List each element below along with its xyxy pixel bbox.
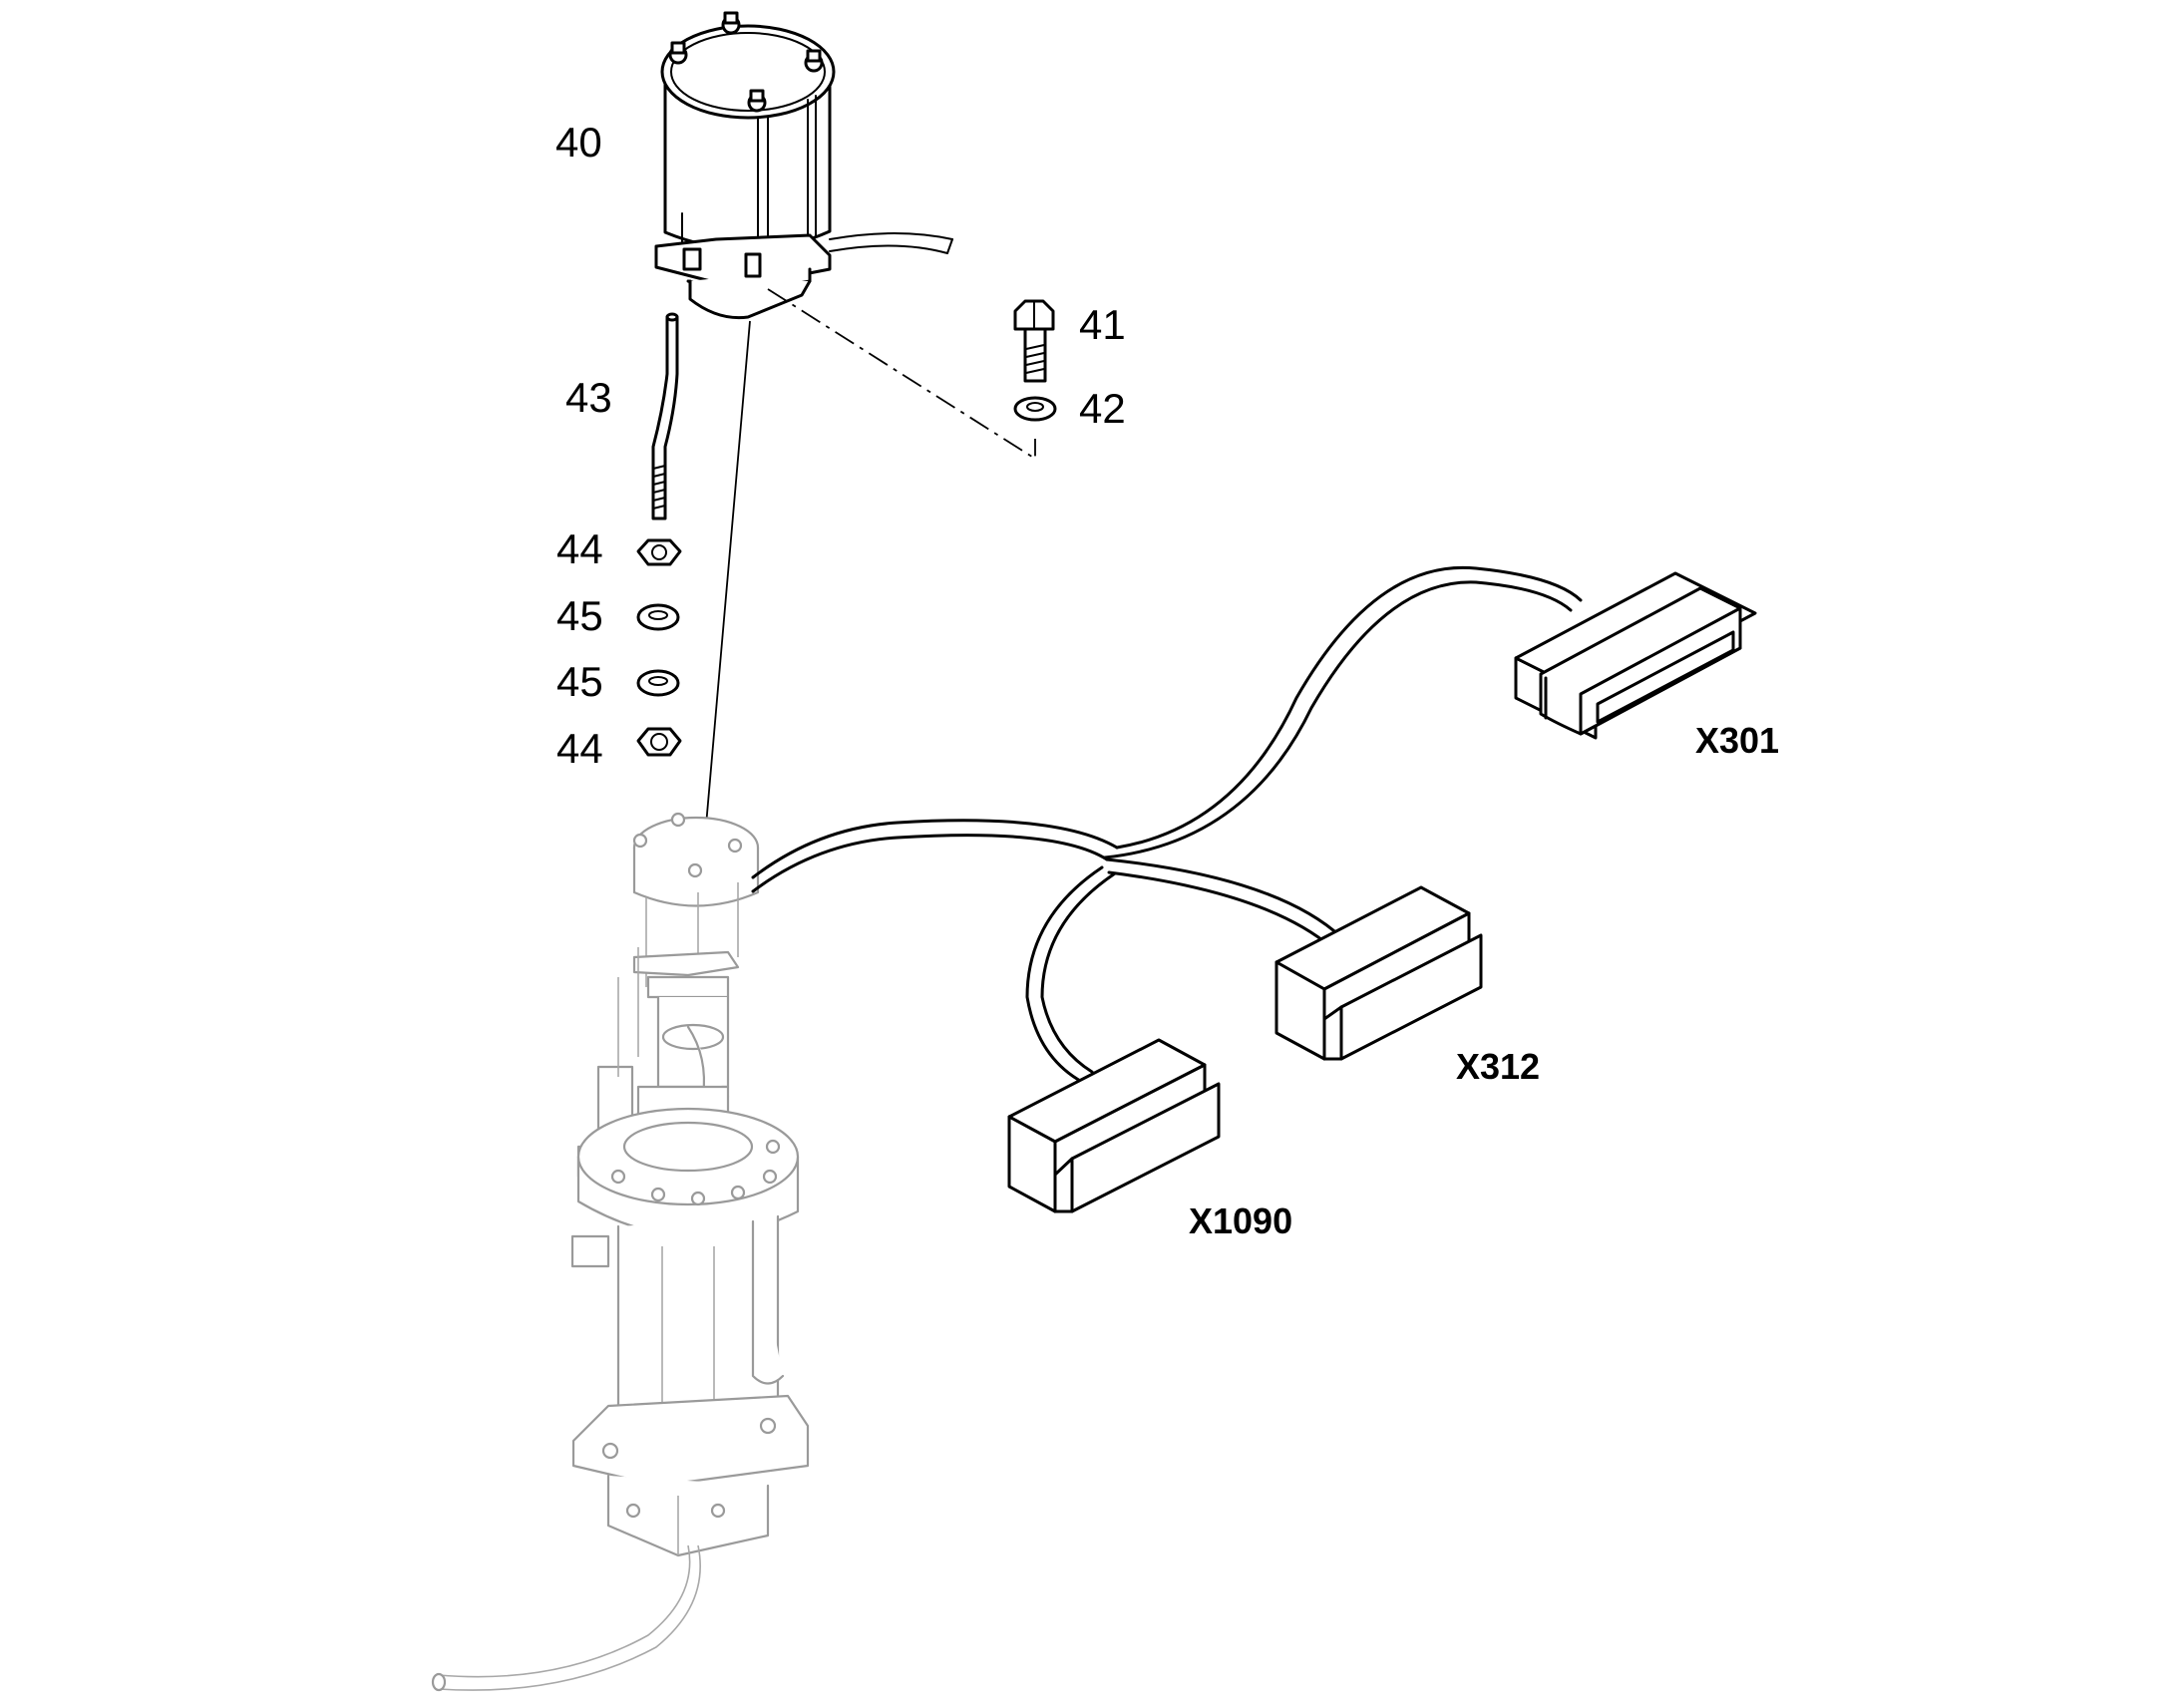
callout-40: 40	[555, 119, 602, 166]
label-x301: X301	[1695, 720, 1779, 761]
connector-x1090	[1007, 1038, 1221, 1213]
washer-part-45-bottom	[636, 669, 680, 697]
label-x1090: X1090	[1189, 1200, 1292, 1241]
bolt-part-41	[1013, 299, 1055, 383]
assembly-leader-line	[705, 320, 751, 827]
callout-43: 43	[565, 374, 612, 421]
cap-bolts	[668, 11, 824, 113]
callout-41: 41	[1079, 301, 1126, 348]
wiring-harness	[751, 565, 1583, 1084]
callout-45-top: 45	[556, 592, 603, 639]
nut-part-44-bottom	[636, 727, 682, 757]
label-x312: X312	[1456, 1046, 1540, 1087]
washer-part-42	[1013, 396, 1057, 422]
nut-part-44-top	[636, 538, 682, 566]
callout-44-bottom: 44	[556, 725, 603, 772]
callout-45-bottom: 45	[556, 658, 603, 705]
washer-part-45-top	[636, 603, 680, 631]
connector-x312	[1274, 885, 1483, 1061]
callout-42: 42	[1079, 385, 1126, 432]
connector-x301	[1514, 571, 1757, 740]
valve-assembly-ghost	[431, 812, 810, 1692]
actuator-part-40	[654, 11, 953, 320]
callout-44-top: 44	[556, 525, 603, 572]
rod-part-43	[651, 312, 679, 520]
bolt-axis-line	[767, 288, 1036, 461]
